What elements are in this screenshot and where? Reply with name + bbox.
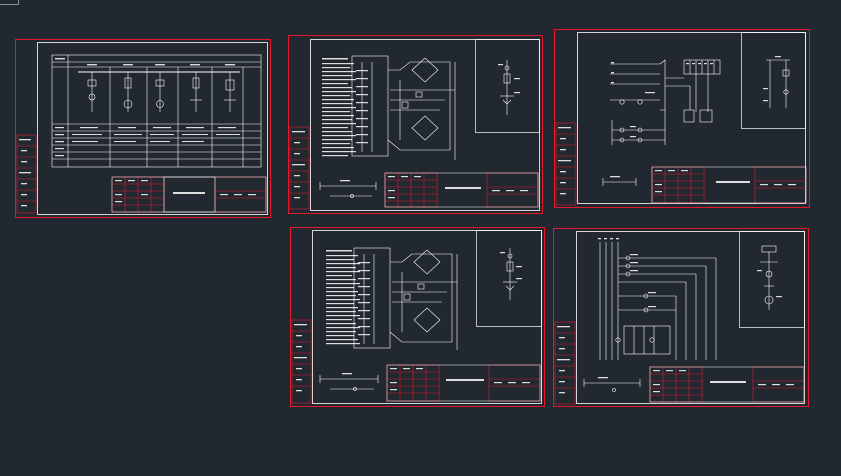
drawing-sheet-1[interactable] (15, 39, 271, 218)
control-wiring (351, 55, 456, 160)
drawing-sheet-4[interactable] (290, 227, 545, 407)
viewport-corner-marker (0, 0, 19, 5)
metering-circuit (610, 59, 721, 145)
drawing-sheet-3[interactable] (554, 29, 810, 208)
protection-wiring (599, 242, 717, 360)
single-line-diagram (51, 54, 262, 168)
drawing-sheet-2[interactable] (288, 35, 543, 214)
drawing-sheet-5[interactable] (553, 228, 809, 407)
title-block (111, 176, 267, 213)
revision-strip (16, 134, 37, 214)
